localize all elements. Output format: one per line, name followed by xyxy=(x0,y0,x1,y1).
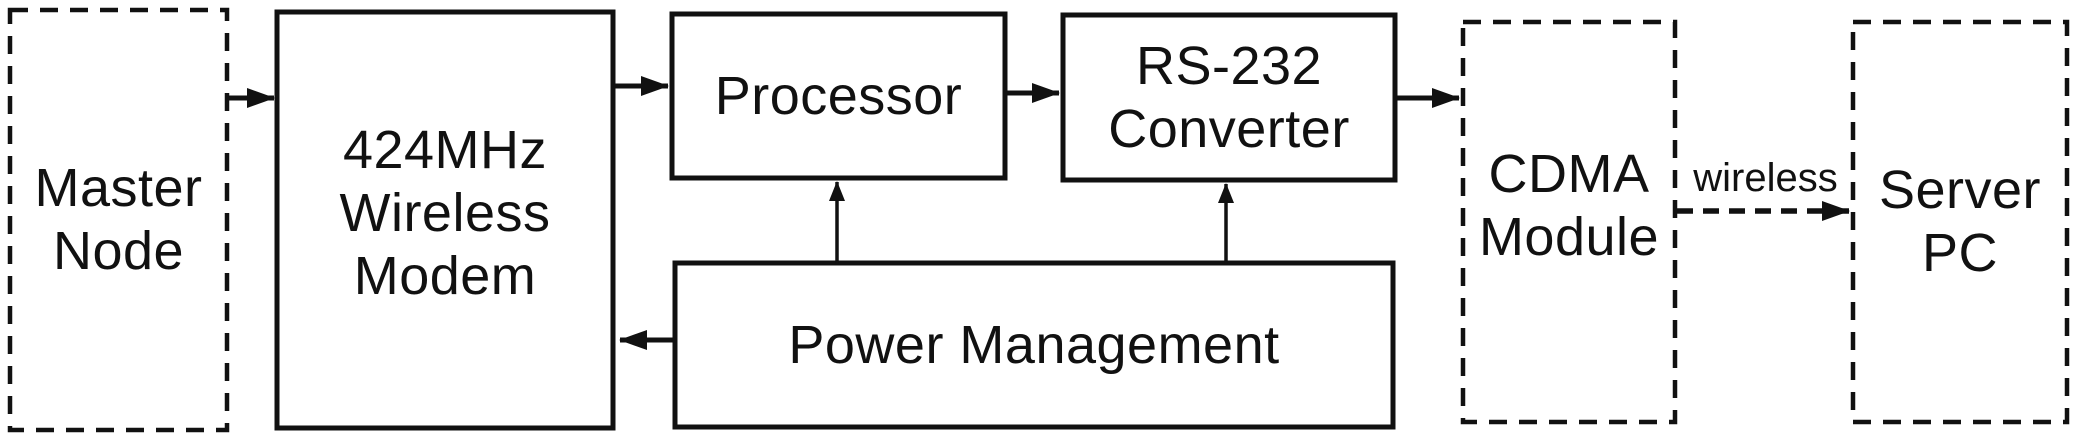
master-node-box xyxy=(7,7,230,433)
cdma-module-box xyxy=(1460,19,1678,425)
power-management-box xyxy=(672,260,1396,430)
wireless-modem-box xyxy=(274,9,616,431)
server-pc-box xyxy=(1850,19,2070,425)
rs232-converter-box xyxy=(1060,12,1398,183)
processor-box xyxy=(669,11,1008,181)
